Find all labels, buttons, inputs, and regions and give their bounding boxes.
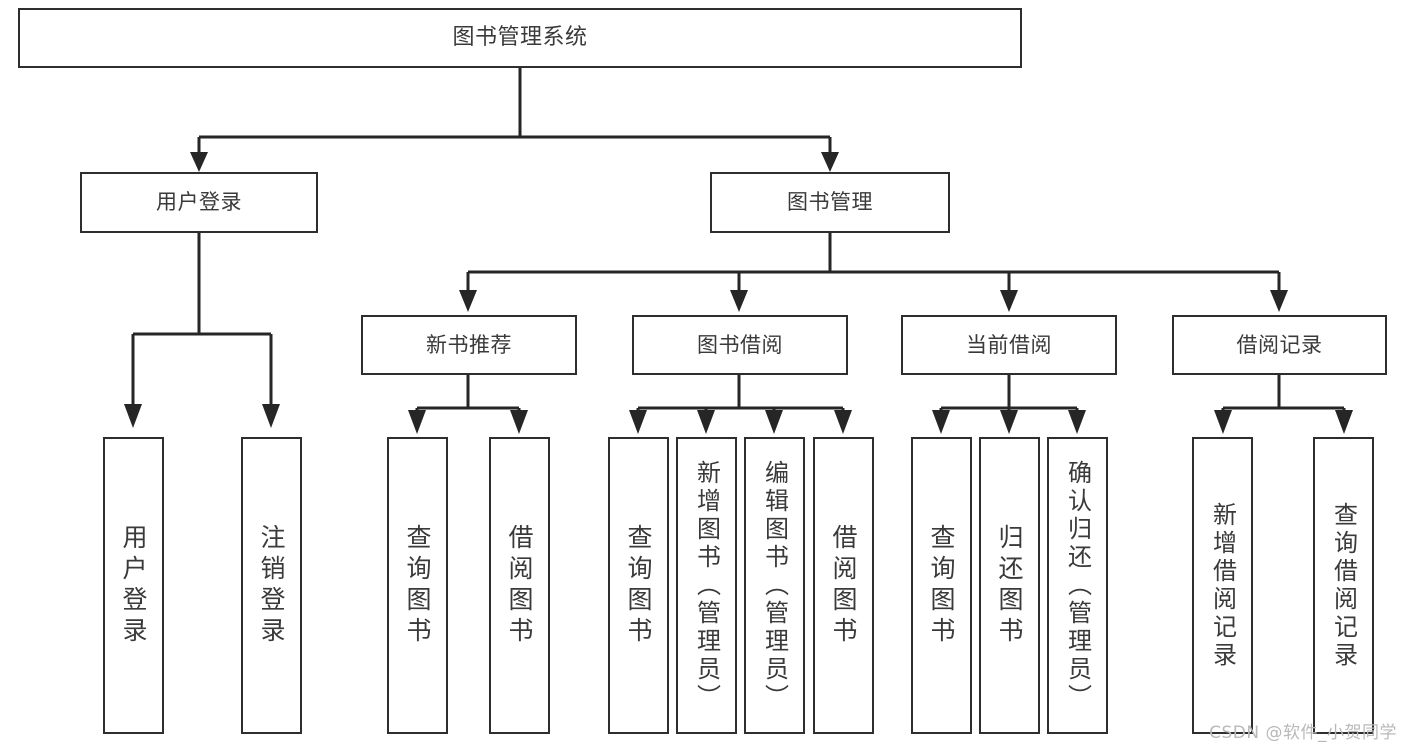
- leaf-query-book-borrowing[interactable]: 查询图书: [608, 437, 669, 734]
- node-label: 编辑图书（管理员）: [760, 459, 789, 712]
- watermark-text: CSDN @软件_小贺同学: [1209, 723, 1397, 743]
- node-label: 查询图书: [403, 523, 432, 648]
- node-borrowing-record[interactable]: 借阅记录: [1172, 315, 1387, 375]
- leaf-query-book-recommendation[interactable]: 查询图书: [387, 437, 448, 734]
- node-label: 查询图书: [624, 523, 653, 648]
- arrow-to-user-login: [190, 152, 208, 172]
- arrow-leaf-logout: [262, 404, 280, 428]
- arrow-to-book-manage: [821, 152, 839, 172]
- arrow-leaf-query-book-1: [408, 410, 426, 434]
- node-user-login[interactable]: 用户登录: [80, 172, 318, 233]
- node-label: 借阅记录: [1236, 332, 1323, 357]
- arrow-leaf-add-book-admin: [697, 410, 715, 434]
- node-book-management[interactable]: 图书管理: [710, 172, 950, 233]
- arrow-to-borrow-record: [1270, 290, 1288, 312]
- node-label: 图书借阅: [697, 332, 783, 357]
- leaf-confirm-return-admin[interactable]: 确认归还（管理员）: [1047, 437, 1108, 734]
- arrow-to-new-book-rec: [459, 290, 477, 312]
- node-label: 注销登录: [257, 523, 286, 648]
- node-label: 用户登录: [156, 190, 242, 215]
- node-current-borrowing[interactable]: 当前借阅: [901, 315, 1117, 375]
- arrow-leaf-edit-book-admin: [765, 410, 783, 434]
- node-label: 新书推荐: [426, 332, 512, 357]
- node-label: 当前借阅: [966, 332, 1052, 357]
- leaf-add-book-admin[interactable]: 新增图书（管理员）: [676, 437, 737, 734]
- node-label: 借阅图书: [829, 523, 858, 648]
- arrow-leaf-user-login: [124, 404, 142, 428]
- leaf-user-login[interactable]: 用户登录: [103, 437, 164, 734]
- node-label: 查询借阅记录: [1329, 501, 1358, 670]
- node-label: 确认归还（管理员）: [1063, 459, 1092, 712]
- arrow-to-book-borrow: [730, 290, 748, 312]
- arrow-leaf-return-book: [1000, 410, 1018, 434]
- arrow-leaf-confirm-return-admin: [1068, 410, 1086, 434]
- leaf-return-book[interactable]: 归还图书: [979, 437, 1040, 734]
- arrow-leaf-query-record: [1335, 410, 1353, 434]
- arrow-leaf-add-record: [1214, 410, 1232, 434]
- node-label: 查询图书: [927, 523, 956, 648]
- node-label: 新增图书（管理员）: [692, 459, 721, 712]
- node-label: 用户登录: [119, 523, 148, 648]
- leaf-logout[interactable]: 注销登录: [241, 437, 302, 734]
- node-label: 归还图书: [995, 523, 1024, 648]
- arrow-leaf-query-book-2: [629, 410, 647, 434]
- node-new-book-recommendation[interactable]: 新书推荐: [361, 315, 577, 375]
- node-label: 图书管理系统: [452, 25, 588, 51]
- arrow-leaf-query-book-3: [932, 410, 950, 434]
- leaf-borrow-book-borrowing[interactable]: 借阅图书: [813, 437, 874, 734]
- leaf-query-borrow-record[interactable]: 查询借阅记录: [1313, 437, 1374, 734]
- leaf-add-borrow-record[interactable]: 新增借阅记录: [1192, 437, 1253, 734]
- arrow-leaf-borrow-book-1: [510, 410, 528, 434]
- leaf-edit-book-admin[interactable]: 编辑图书（管理员）: [744, 437, 805, 734]
- arrow-leaf-borrow-book-2: [834, 410, 852, 434]
- node-label: 借阅图书: [505, 523, 534, 648]
- node-book-borrowing[interactable]: 图书借阅: [632, 315, 848, 375]
- node-root-book-management-system[interactable]: 图书管理系统: [18, 8, 1022, 68]
- arrow-to-current-borrow: [1000, 290, 1018, 312]
- leaf-query-book-current[interactable]: 查询图书: [911, 437, 972, 734]
- leaf-borrow-book-recommendation[interactable]: 借阅图书: [489, 437, 550, 734]
- node-label: 新增借阅记录: [1208, 501, 1237, 670]
- node-label: 图书管理: [787, 190, 873, 215]
